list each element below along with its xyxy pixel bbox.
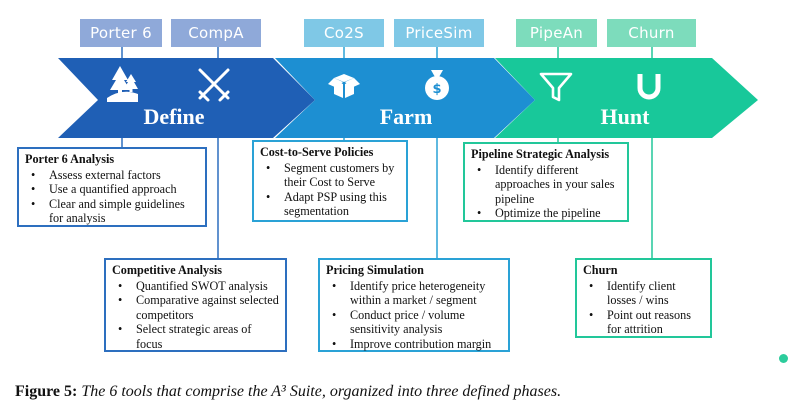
- caption-lead: Figure 5:: [15, 383, 78, 400]
- tag-churn: Churn: [607, 19, 696, 47]
- figure-caption: Figure 5: The 6 tools that comprise the …: [15, 383, 561, 401]
- list-item: Identify client losses / wins: [583, 279, 704, 308]
- box-title: Churn: [583, 263, 618, 277]
- box-title: Competitive Analysis: [112, 263, 223, 277]
- list-item: Optimize the pipeline: [471, 206, 621, 221]
- tag-compa: CompA: [171, 19, 261, 47]
- decorative-dot: [779, 354, 788, 363]
- box-pipeline-strategic-analysis: Pipeline Strategic Analysis Identify dif…: [463, 142, 629, 222]
- phase-label-farm: Farm: [379, 104, 433, 129]
- tag-porter6: Porter 6: [80, 19, 162, 47]
- list-item: Improve contribution margin: [326, 337, 502, 352]
- list-item: Adapt PSP using this segmentation: [260, 190, 400, 219]
- tree-landscape-icon: [107, 66, 138, 102]
- box-title: Cost-to-Serve Policies: [260, 145, 374, 159]
- tag-pricesim: PriceSim: [394, 19, 484, 47]
- list-item: Segment customers by their Cost to Serve: [260, 161, 400, 190]
- list-item: Select strategic areas of focus: [112, 322, 279, 351]
- list-item: Comparative against selected competitors: [112, 293, 279, 322]
- box-churn: Churn Identify client losses / wins Poin…: [575, 258, 712, 338]
- list-item: Use a quantified approach: [25, 182, 199, 197]
- tag-pipean: PipeAn: [516, 19, 597, 47]
- tag-co2s: Co2S: [304, 19, 384, 47]
- box-porter6-analysis: Porter 6 Analysis Assess external factor…: [17, 147, 207, 227]
- box-pricing-simulation: Pricing Simulation Identify price hetero…: [318, 258, 510, 352]
- chevron-hunt: [495, 58, 758, 138]
- list-item: Point out reasons for attrition: [583, 308, 704, 337]
- crossed-swords-icon: [198, 68, 230, 102]
- open-box-icon: [328, 74, 360, 98]
- list-item: Identify different approaches in your sa…: [471, 163, 621, 207]
- funnel-icon: [539, 72, 573, 102]
- phase-label-define: Define: [143, 104, 205, 129]
- list-item: Quantified SWOT analysis: [112, 279, 279, 294]
- magnet-icon: [637, 74, 661, 100]
- box-competitive-analysis: Competitive Analysis Quantified SWOT ana…: [104, 258, 287, 352]
- svg-text:$: $: [432, 82, 441, 97]
- phase-label-hunt: Hunt: [600, 104, 650, 129]
- list-item: Conduct price / volume sensitivity analy…: [326, 308, 502, 337]
- list-item: Clear and simple guidelines for analysis: [25, 197, 199, 226]
- list-item: Identify price heterogeneity within a ma…: [326, 279, 502, 308]
- box-title: Porter 6 Analysis: [25, 152, 115, 166]
- box-title: Pricing Simulation: [326, 263, 424, 277]
- box-cost-to-serve-policies: Cost-to-Serve Policies Segment customers…: [252, 140, 408, 222]
- money-bag-icon: $: [425, 70, 449, 100]
- box-title: Pipeline Strategic Analysis: [471, 147, 610, 161]
- list-item: Assess external factors: [25, 168, 199, 183]
- caption-body: The 6 tools that comprise the A³ Suite, …: [77, 383, 562, 400]
